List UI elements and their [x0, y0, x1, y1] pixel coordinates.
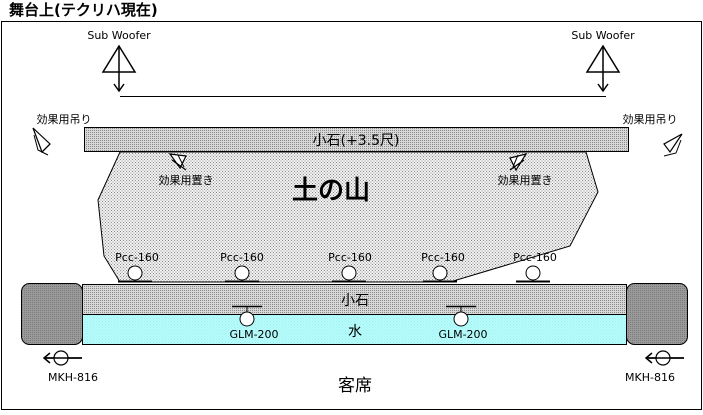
- microphone-circle-icon: [332, 265, 366, 283]
- effects-hung-left-label: 効果用吊り: [37, 112, 92, 126]
- mkh-mic-left-label: MKH-816: [48, 371, 98, 384]
- speaker-triangle-icon: [101, 44, 137, 93]
- effects-placed-left-label: 効果用置き: [159, 173, 214, 187]
- subwoofer-right-label: Sub Woofer: [571, 29, 635, 42]
- speaker-cone-icon: [168, 153, 187, 171]
- microphone-circle-icon: [225, 265, 259, 283]
- glm-mic-right: GLM-200: [438, 305, 488, 341]
- microphone-circle-icon: [423, 265, 457, 283]
- subwoofer-right: Sub Woofer: [571, 29, 635, 93]
- speaker-cone-icon: [663, 133, 683, 157]
- effects-placed-left: 効果用置き: [159, 153, 214, 187]
- pcc-mic-4: Pcc-160: [421, 251, 465, 283]
- pcc-mic-label: Pcc-160: [421, 251, 465, 264]
- pcc-mic-label: Pcc-160: [328, 251, 372, 264]
- pcc-mic-5: Pcc-160: [513, 251, 557, 283]
- speaker-cone-icon: [509, 153, 528, 172]
- pcc-mic-label: Pcc-160: [115, 251, 159, 264]
- mkh-mic-left: MKH-816: [42, 350, 98, 384]
- diagram-title: 舞台上(テクリハ現在): [9, 1, 158, 19]
- small-stone-upper-platform: [84, 127, 629, 152]
- effects-placed-right-label: 効果用置き: [498, 173, 553, 187]
- water-texture: [83, 315, 626, 344]
- speaker-triangle-icon: [585, 44, 621, 93]
- mkh-mic-right: MKH-816: [625, 350, 684, 384]
- water-label: 水: [348, 324, 362, 340]
- left-side-block: [21, 283, 83, 345]
- stage-frame: [1, 21, 702, 410]
- audience-label: 客席: [338, 376, 372, 396]
- effects-hung-right-label: 効果用吊り: [623, 112, 678, 126]
- effects-hung-right: 効果用吊り: [623, 112, 683, 157]
- dirt-mound-label: 土の山: [292, 176, 370, 206]
- shotgun-mic-icon: [644, 350, 684, 366]
- pcc-mic-label: Pcc-160: [220, 251, 264, 264]
- pcc-mic-1: Pcc-160: [115, 251, 159, 283]
- pcc-mic-3: Pcc-160: [328, 251, 372, 283]
- glm-mic-label: GLM-200: [438, 328, 487, 341]
- subwoofer-left-label: Sub Woofer: [87, 29, 151, 42]
- microphone-circle-icon: [516, 265, 550, 283]
- microphone-circle-icon: [232, 305, 262, 327]
- small-stone-lower-label: 小石: [341, 293, 369, 309]
- pcc-mic-label: Pcc-160: [513, 251, 557, 264]
- effects-placed-right: 効果用置き: [498, 153, 553, 187]
- speaker-cone-icon: [32, 127, 51, 156]
- mkh-mic-right-label: MKH-816: [625, 371, 675, 384]
- microphone-circle-icon: [118, 265, 152, 283]
- microphone-circle-icon: [446, 305, 476, 327]
- glm-mic-label: GLM-200: [229, 328, 278, 341]
- shotgun-mic-icon: [42, 350, 82, 366]
- right-side-block: [626, 283, 688, 345]
- subwoofer-left: Sub Woofer: [87, 29, 151, 93]
- small-stone-upper-label: 小石(+3.5尺): [313, 133, 400, 149]
- pcc-mic-2: Pcc-160: [220, 251, 264, 283]
- glm-mic-left: GLM-200: [229, 305, 279, 341]
- effects-hung-left: 効果用吊り: [32, 112, 92, 156]
